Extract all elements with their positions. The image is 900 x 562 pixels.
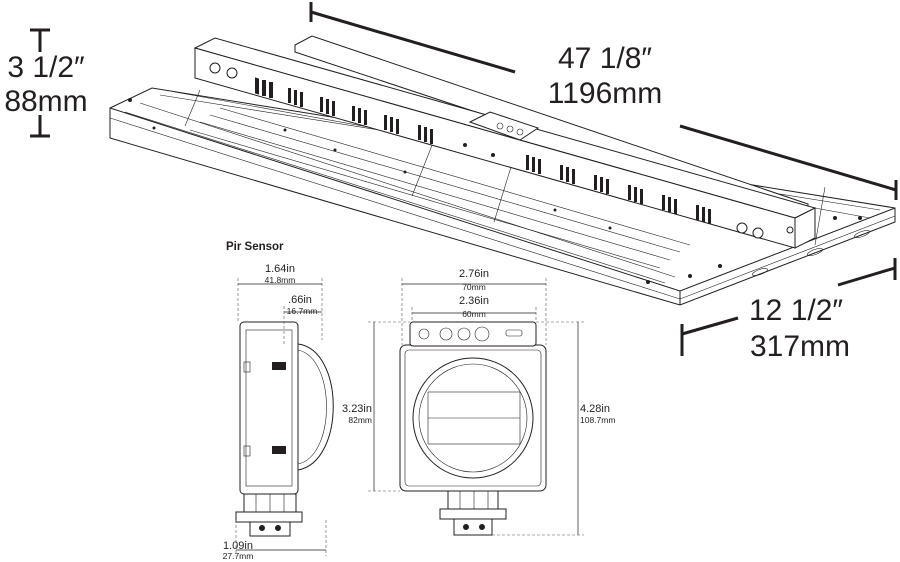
total-height-in: 4.28in <box>580 403 610 415</box>
inner-width-mm: 60mm <box>462 309 486 319</box>
body-height-in: 3.23in <box>342 403 372 415</box>
width-inches: 12 1/2″ <box>749 294 843 327</box>
sensor-title: Pir Sensor <box>226 241 284 253</box>
side-width-mm: 41.8mm <box>265 275 296 285</box>
height-mm: 88mm <box>4 85 87 118</box>
height-inches: 3 1/2″ <box>7 51 85 84</box>
lens-depth-mm: 16.7mm <box>287 306 318 316</box>
side-width-in: 1.64in <box>265 263 295 275</box>
sensor-front-dimensions <box>368 278 584 536</box>
width-dimension <box>680 258 897 356</box>
length-inches: 47 1/8″ <box>558 42 652 75</box>
sensor-side-dimensions <box>235 278 327 556</box>
fixture-drawing <box>109 35 896 306</box>
total-height-mm: 108.7mm <box>580 415 615 425</box>
height-dimension <box>30 28 50 138</box>
body-height-mm: 82mm <box>348 415 372 425</box>
front-width-in: 2.76in <box>459 268 489 280</box>
front-width-mm: 70mm <box>462 282 486 292</box>
length-dimension <box>309 2 898 200</box>
inner-width-in: 2.36in <box>459 295 489 307</box>
base-width-in: 1.09in <box>223 540 253 552</box>
length-mm: 1196mm <box>548 77 663 110</box>
sensor-side-view <box>235 321 334 537</box>
width-mm: 317mm <box>750 330 850 363</box>
base-width-mm: 27.7mm <box>223 551 254 561</box>
lens-depth-in: .66in <box>288 294 312 306</box>
sensor-front-view <box>399 321 547 536</box>
